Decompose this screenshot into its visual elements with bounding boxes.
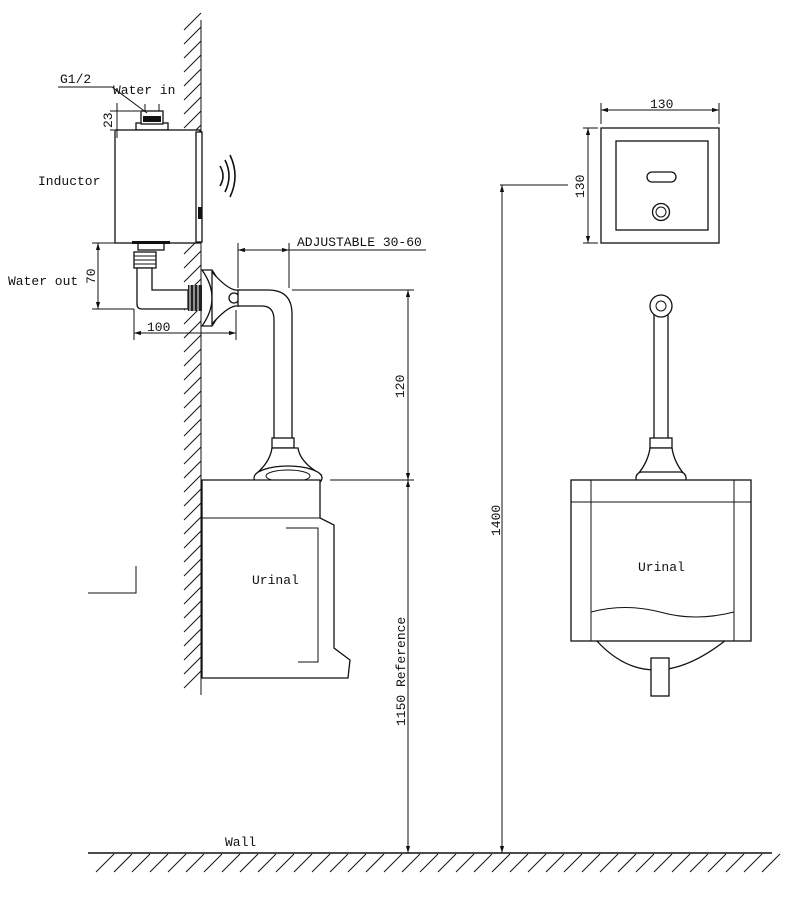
urinal-front-view	[570, 479, 752, 697]
dim-120-label: 120	[393, 375, 408, 398]
dim-70-label: 70	[84, 268, 99, 284]
urinal-side-label: Urinal	[252, 573, 299, 588]
dim-1400-label: 1400	[489, 505, 504, 536]
flush-pipe	[237, 289, 323, 491]
sensor-panel-front	[600, 127, 720, 244]
panel-width-label: 130	[650, 97, 673, 112]
dim-23-label: 23	[101, 112, 116, 128]
inductor-unit	[114, 104, 203, 311]
wall-flange	[200, 269, 241, 327]
sensor-wave-icon	[219, 154, 236, 198]
wall-label: Wall	[225, 835, 256, 850]
inductor-label: Inductor	[38, 174, 100, 189]
dim-100-label: 100	[147, 320, 170, 335]
dimension-lines	[58, 86, 720, 853]
reference-1150-label: 1150 Reference	[394, 617, 409, 726]
water-out-label: Water out	[8, 274, 78, 289]
flush-pipe-front	[635, 294, 687, 487]
floor	[88, 852, 781, 873]
urinal-side-view	[201, 479, 351, 679]
adjustable-label: ADJUSTABLE 30-60	[297, 235, 422, 250]
water-in-label: Water in	[113, 83, 175, 98]
thread-size-label: G1/2	[60, 72, 91, 87]
side-wall	[183, 12, 202, 695]
panel-height-label: 130	[573, 175, 588, 198]
urinal-front-label: Urinal	[638, 560, 685, 575]
